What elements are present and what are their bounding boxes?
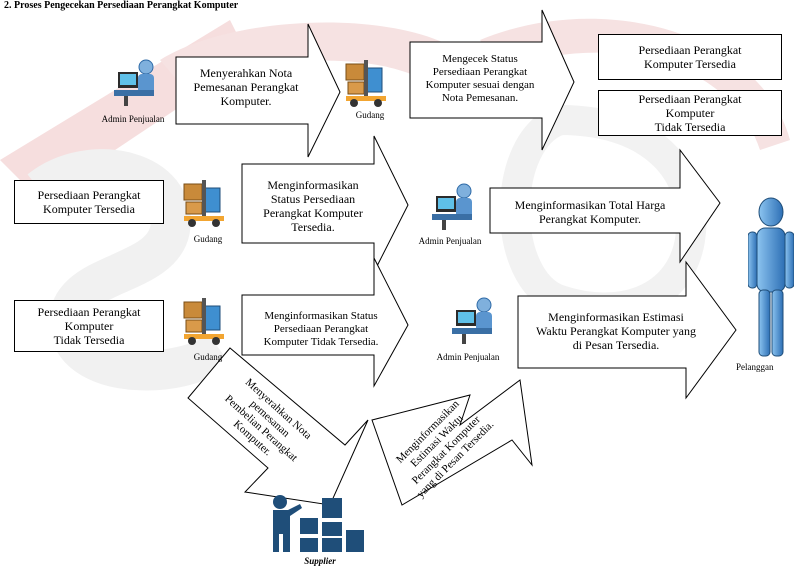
diagram-title: 2. Proses Pengecekan Persediaan Perangka… [4,0,239,11]
actor-gudang-1: Gudang [355,110,385,120]
arrow-8 [371,379,533,506]
actor-admin-1: Admin Penjualan [101,114,165,124]
actor-admin-2: Admin Penjualan [418,236,482,246]
admin-computer-icon [432,183,472,230]
actor-pelanggan: Pelanggan [736,362,774,372]
arrow-4 [489,148,721,264]
arrow-2 [409,9,575,151]
arrow-7 [187,347,369,506]
arrow-3 [241,135,409,273]
supplier-boxes-icon [273,495,364,552]
actor-admin-3: Admin Penjualan [436,352,500,362]
warehouse-forklift-icon [183,180,224,227]
warehouse-forklift-icon [183,298,224,345]
arrow-6 [517,260,737,400]
warehouse-forklift-icon [345,60,386,107]
actor-gudang-2: Gudang [193,234,223,244]
actor-supplier: Supplier [304,556,336,566]
arrow-1 [175,23,341,158]
actor-gudang-3: Gudang [193,352,223,362]
admin-computer-icon [452,297,492,344]
admin-computer-icon [114,59,154,106]
arrow-5 [241,257,409,388]
customer-person-icon [748,197,794,357]
